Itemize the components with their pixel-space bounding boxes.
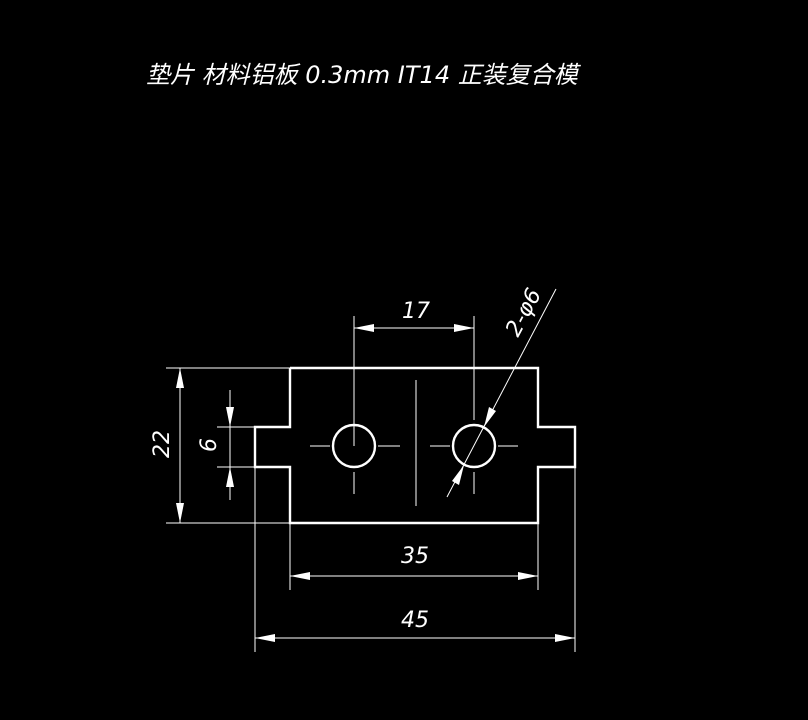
dimension-hole-pitch-label: 17: [402, 299, 430, 324]
gasket-outline: [253, 366, 577, 525]
hole-right: [451, 423, 497, 469]
drawing-title: 垫片 材料铝板 0.3mm IT14 正装复合模: [146, 61, 582, 89]
dimension-tab-height-label: 6: [197, 438, 222, 452]
dimension-overall-width: [254, 467, 576, 652]
dimension-overall-height-label: 22: [150, 430, 175, 458]
dimension-overall-width-label: 45: [401, 608, 429, 633]
dimension-body-width: [289, 523, 539, 590]
leader-hole-spec-label: 2-φ6: [501, 285, 547, 341]
center-lines: [310, 380, 518, 506]
dimension-tab-height: [217, 390, 255, 500]
dimension-hole-pitch: [353, 316, 475, 446]
dimension-overall-height: [166, 367, 290, 524]
dimension-body-width-label: 35: [401, 544, 429, 569]
leader-hole-spec: [446, 288, 557, 498]
